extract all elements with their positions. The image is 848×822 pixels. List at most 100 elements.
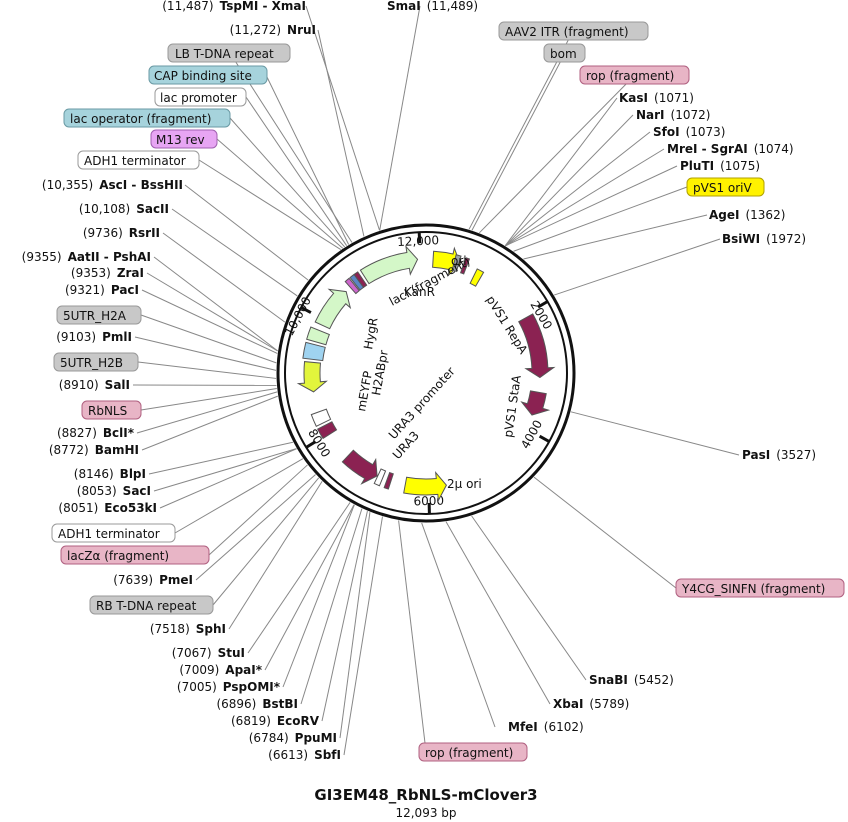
tick-label-3: 6000: [413, 494, 444, 509]
feature-small-0: [451, 254, 462, 273]
leader-line-49: [504, 114, 634, 247]
leader-line-32: [282, 504, 355, 688]
svg-text:pVS1 oriV: pVS1 oriV: [693, 181, 753, 195]
leader-line-13: [146, 272, 278, 352]
enzyme-aatii-pshai: (9355)AatII - PshAI: [22, 250, 151, 264]
leader-line-5: [245, 96, 348, 246]
svg-text:5UTR_H2B: 5UTR_H2B: [60, 356, 123, 370]
leader-line-0: [305, 5, 381, 231]
label-ura3-promoter: URA3 promoter: [386, 364, 458, 442]
feature-small-2: [469, 268, 485, 287]
leader-line-9: [184, 184, 309, 281]
feature-small-3: [383, 471, 394, 490]
enzyme-eco53ki: (8051)Eco53kI: [58, 501, 157, 515]
enzymes-top: (11,487)TspMI - XmaI (11,272)NruI SmaI(1…: [162, 0, 478, 37]
enzyme-blpi: (8146)BlpI: [74, 467, 146, 481]
leader-line-51: [479, 74, 636, 234]
svg-text:lac operator (fragment): lac operator (fragment): [70, 112, 211, 126]
label-pvs1-staa: pVS1 StaA: [501, 374, 524, 439]
svg-text:bom: bom: [550, 47, 577, 61]
svg-text:Y4CG_SINFN (fragment): Y4CG_SINFN (fragment): [681, 582, 825, 596]
leader-line-42: [570, 411, 740, 456]
leader-line-10: [171, 208, 298, 297]
plasmid-title: GI3EM48_RbNLS-mClover3: [314, 786, 537, 804]
enzyme-bamhi: (8772)BamHI: [49, 443, 139, 457]
feature-arrow-3: [520, 390, 551, 416]
feature-arrow-4: [403, 470, 448, 503]
box-m13rev: M13 rev: [150, 129, 218, 149]
feature-small-6: [310, 408, 332, 427]
svg-text:RB T-DNA repeat: RB T-DNA repeat: [96, 599, 197, 613]
enzyme-stui: (7067)StuI: [172, 646, 245, 660]
leader-line-41: [533, 476, 677, 589]
enzyme-sali: (8910)SalI: [59, 378, 130, 392]
leader-line-7: [216, 138, 344, 249]
tick-mark-2: [538, 434, 550, 443]
svg-text:rop (fragment): rop (fragment): [425, 746, 513, 760]
box-5utr-h2a: 5UTR_H2A: [56, 305, 142, 325]
leader-line-47: [505, 148, 665, 247]
enzyme-pspomi: (7005)PspOMI*: [177, 680, 281, 694]
enzyme-rsrii: (9736)RsrII: [83, 226, 160, 240]
backbone-outer-ring: [276, 223, 576, 523]
enzyme-sphi: (7518)SphI: [150, 622, 226, 636]
box-rbnls: RbNLS: [81, 400, 142, 420]
box-pvs1-oriv: pVS1 oriV: [686, 177, 765, 197]
box-y4cg-sinfn: Y4CG_SINFN (fragment): [675, 578, 845, 598]
enzyme-xbai: XbaI(5789): [553, 697, 629, 711]
enzyme-nari: NarI(1072): [636, 108, 710, 122]
enzyme-ppumi: (6784)PpuMI: [249, 731, 337, 745]
leader-line-53: [468, 30, 574, 230]
leader-line-15: [140, 314, 277, 364]
leader-line-8: [198, 159, 342, 250]
enzyme-pmei: (7639)PmeI: [113, 573, 193, 587]
box-rop-top: rop (fragment): [579, 65, 690, 85]
enzyme-paci: (9321)PacI: [65, 283, 139, 297]
enzyme-saci: (8053)SacI: [77, 484, 151, 498]
leader-line-2: [379, 5, 421, 231]
leader-line-38: [421, 522, 496, 728]
leader-line-45: [513, 186, 688, 252]
box-lac-promoter: lac promoter: [154, 87, 247, 107]
feature-small-5: [316, 421, 338, 440]
feature-arrow-0: [359, 245, 419, 285]
enzymes-left: (10,355)AscI - BssHII (10,108)SacII (973…: [22, 178, 341, 762]
tick-mark-0: [417, 232, 422, 244]
leader-line-20: [136, 391, 278, 434]
tick-mark-5: [300, 306, 312, 314]
svg-text:rop (fragment): rop (fragment): [586, 69, 674, 83]
leader-line-19: [140, 388, 277, 411]
plasmid-length: 12,093 bp: [395, 806, 456, 820]
box-adh1-term-bottom: ADH1 terminator: [51, 523, 176, 543]
inner-labels: KanR ori lacI (fragment) pVS1 RepA pVS1 …: [354, 254, 531, 491]
feature-small-4: [373, 468, 387, 487]
feature-arrow-2: [518, 313, 556, 379]
backbone: [276, 223, 576, 523]
leader-lines: [132, 5, 740, 756]
enzyme-tspmi-xmai: (11,487)TspMI - XmaI: [162, 0, 306, 13]
feature-small-7: [302, 341, 326, 362]
enzyme-zrai: (9353)ZraI: [71, 266, 144, 280]
leader-line-25: [174, 458, 304, 534]
leader-line-28: [212, 477, 320, 606]
leader-line-11: [162, 232, 286, 323]
box-lac-operator: lac operator (fragment): [63, 108, 231, 128]
leader-line-22: [148, 441, 294, 475]
box-rop-bottom: rop (fragment): [418, 742, 528, 762]
svg-text:M13 rev: M13 rev: [156, 133, 205, 147]
feature-arrow-5: [341, 449, 378, 485]
leader-line-48: [505, 131, 651, 247]
leader-line-39: [445, 521, 551, 705]
svg-text:RbNLS: RbNLS: [88, 404, 127, 418]
tick-label-2: 4000: [518, 418, 545, 452]
leader-line-12: [153, 256, 278, 352]
svg-text:ADH1 terminator: ADH1 terminator: [84, 154, 186, 168]
enzyme-apai: (7009)ApaI*: [179, 663, 262, 677]
leader-line-17: [137, 361, 277, 379]
leader-line-33: [300, 508, 363, 705]
svg-text:5UTR_H2A: 5UTR_H2A: [63, 309, 127, 323]
enzyme-sacii: (10,108)SacII: [79, 202, 169, 216]
leader-line-50: [504, 97, 618, 246]
feature-small-11: [353, 271, 368, 289]
